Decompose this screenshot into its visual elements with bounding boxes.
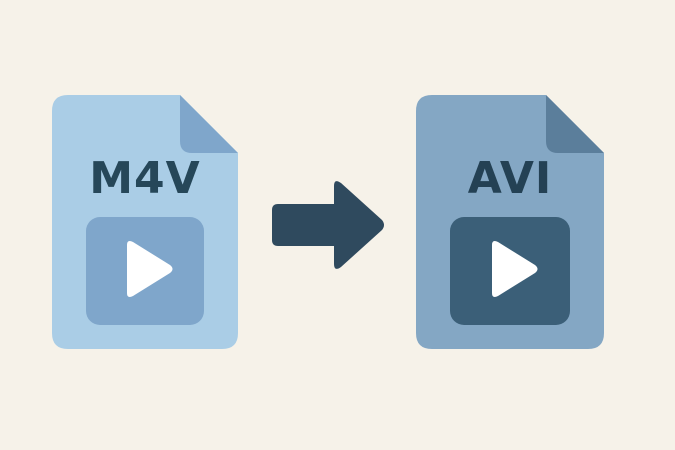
source-file-icon: M4V (52, 95, 238, 349)
target-file-icon: AVI (416, 95, 604, 349)
play-icon (492, 241, 538, 297)
arrow-right-icon (272, 181, 384, 269)
video-file-icon (416, 95, 604, 349)
video-file-icon (52, 95, 238, 349)
source-format-label: M4V (89, 153, 201, 204)
conversion-arrow (272, 178, 386, 272)
target-format-label: AVI (467, 153, 553, 204)
play-icon (127, 241, 173, 297)
